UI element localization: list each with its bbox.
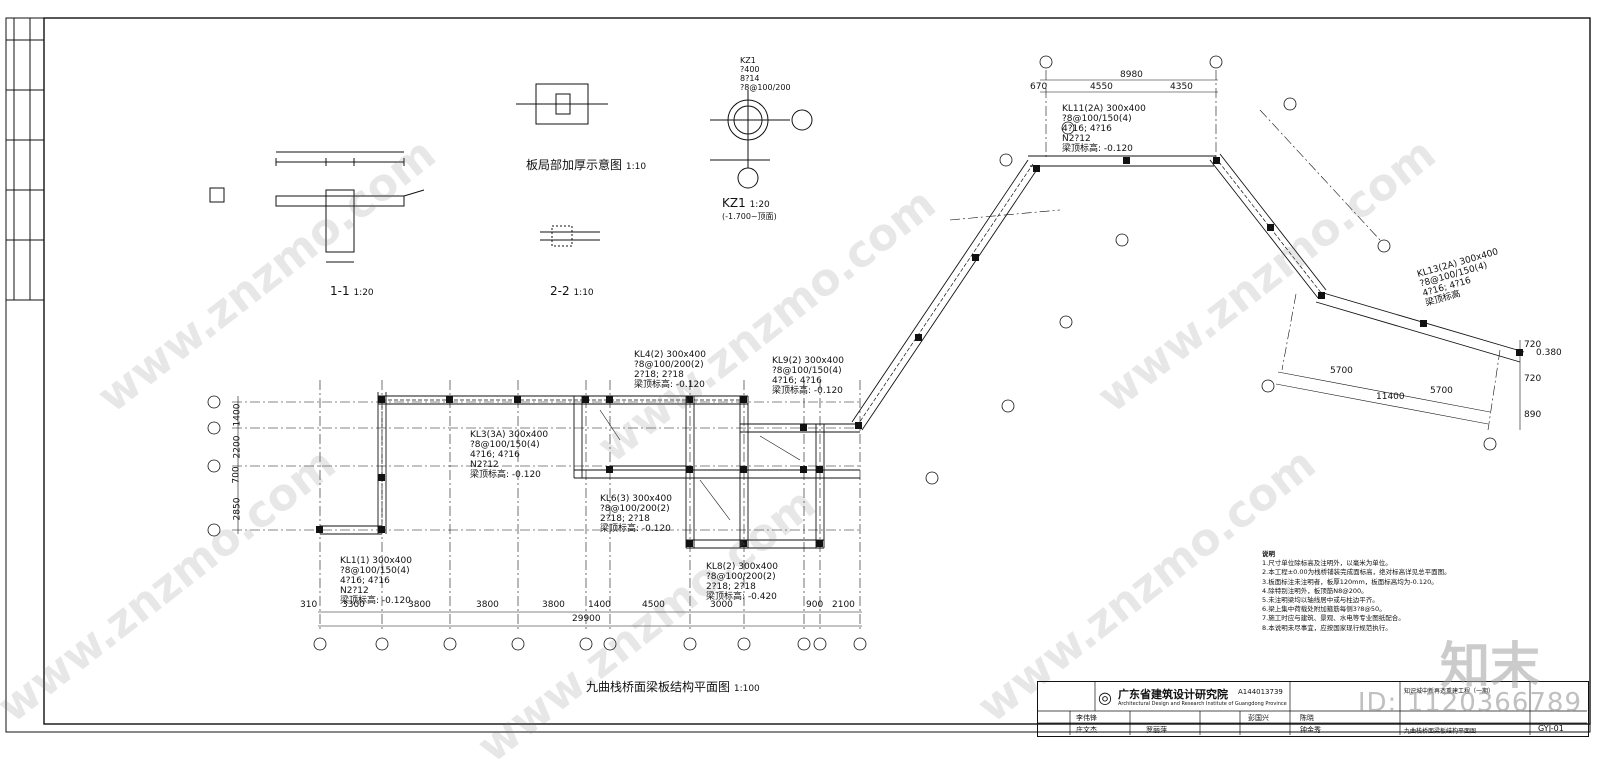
dim-top-right-total: 8980 [1120,70,1143,80]
resource-id: ID: 1120366789 [1357,688,1582,718]
note-line: 4.除特别注明外，板顶筋N8@200。 [1262,586,1368,595]
person: 李伟锋 [1076,714,1097,722]
dim-right-side: 720 [1524,374,1542,384]
dim-bottom: 900 [806,600,824,610]
dim-bottom: 3800 [476,600,499,610]
institute-name: 广东省建筑设计研究院 [1118,688,1228,701]
dim-bottom-total: 29900 [572,614,601,624]
institute-name-en: Architectural Design and Research Instit… [1118,701,1287,707]
dim-right-side: 890 [1524,410,1542,420]
dim-right-bottom: 5700 [1330,366,1353,376]
note-line: 8.本说明未尽事宜，应按国家现行规范执行。 [1262,623,1392,632]
person: 陈晓 [1300,714,1314,722]
dim-bottom: 3800 [542,600,565,610]
dim-bottom: 3300 [342,600,365,610]
drawing-number: GYJ-01 [1538,724,1564,733]
certificate-no: A144013739 [1238,688,1283,696]
person: 钟金秀 [1300,726,1321,734]
notes-title: 说明 [1262,550,1275,558]
note-line: 7.施工时应与建筑、景观、水电等专业图纸配合。 [1262,614,1405,623]
main-plan-title: 九曲栈桥面梁板结构平面图 1:100 [586,680,760,694]
dim-left: 700 [231,466,242,484]
dim-bottom: 310 [300,600,318,610]
dim-top-right: 670 [1030,82,1048,92]
person: 罗丽萍 [1146,726,1167,734]
person: 彭国兴 [1248,714,1269,722]
elevation-right: 0.380 [1536,348,1562,358]
section-1-1-label: 1-1 1:20 [330,284,374,298]
kz1-label: KZ1 1:20 [722,196,770,210]
institute-logo-icon: ◎ [1098,688,1112,707]
person: 庄文杰 [1076,726,1097,734]
kz1-range: (-1.700~顶面) [722,212,777,221]
dim-bottom: 3000 [710,600,733,610]
dim-right-bottom: 5700 [1430,386,1453,396]
note-line: 6.梁上集中荷载处附加箍筋每侧3?8@50。 [1262,605,1386,614]
note-line: 5.未注明梁均以轴线居中或与柱边平齐。 [1262,596,1379,605]
project-name: 知识城中新再造重建工程（一期） [1404,688,1495,695]
note-line: 1.尺寸单位除标高及注明外，以毫米为单位。 [1262,559,1392,568]
dim-right-bottom-total: 11400 [1376,392,1405,402]
dim-top-right: 4350 [1170,82,1193,92]
note-line: 2.本工程±0.00为栈桥铺装完成面标高，绝对标高详见总平面图。 [1262,568,1451,577]
structural-drawing [5,17,1591,735]
dim-top-right: 4550 [1090,82,1113,92]
dim-left: 2850 [232,497,243,521]
dim-right-side: 720 [1524,340,1542,350]
note-line: 3.板面标注未注明者，板厚120mm，板面标高均为-0.120。 [1262,577,1438,586]
dim-left: 2200 [232,435,243,459]
dim-left: 1400 [232,403,243,427]
dim-bottom: 1400 [588,600,611,610]
dim-bottom: 3800 [408,600,431,610]
dim-bottom: 2100 [832,600,855,610]
title-block: ◎ 广东省建筑设计研究院 Architectural Design and Re… [1037,681,1589,737]
slab-thickening-label: 板局部加厚示意图 1:10 [526,158,647,172]
section-2-2-label: 2-2 1:10 [550,284,594,298]
drawing-name: 九曲栈桥面梁板结构平面图 [1404,728,1477,735]
design-notes: 说明 1.尺寸单位除标高及注明外，以毫米为单位。 2.本工程±0.00为栈桥铺装… [1262,550,1512,633]
kz1-spec: KZ1?400 8?14?8@100/200 [740,56,791,92]
brand-logo: 知末 [1440,637,1540,695]
dim-bottom: 4500 [642,600,665,610]
